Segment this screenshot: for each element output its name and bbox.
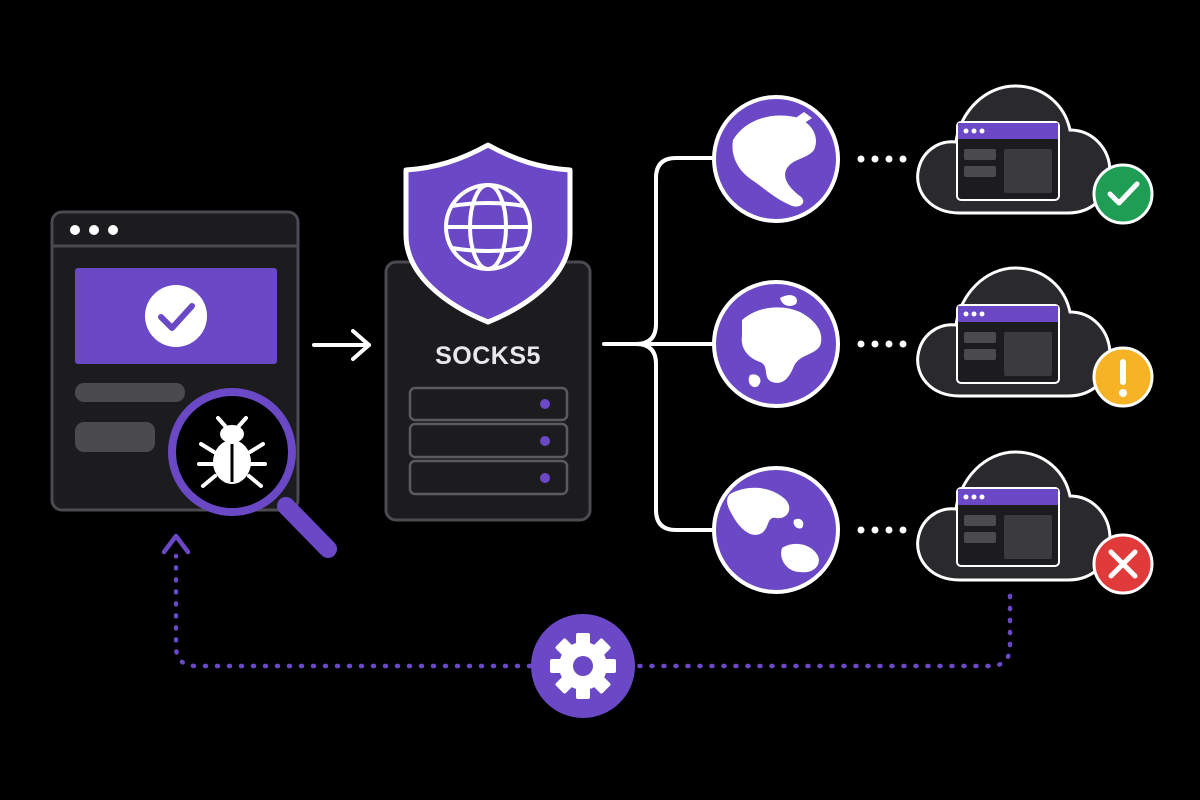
app-window [956, 304, 1060, 384]
content-bar [75, 422, 155, 452]
dotted-link [857, 155, 907, 163]
bug-icon [197, 416, 267, 488]
server-unit [408, 459, 569, 496]
shield-icon [403, 142, 573, 325]
gear-icon [531, 614, 635, 718]
cloud-server-3 [916, 450, 1154, 595]
magnifier-icon [168, 388, 337, 558]
check-icon [1092, 163, 1154, 225]
app-window [956, 121, 1060, 201]
server-rack-icon [408, 386, 569, 496]
check-icon [145, 285, 207, 347]
globe-icon [444, 183, 532, 271]
browser-window [50, 210, 300, 512]
arrow-up-icon [161, 533, 191, 555]
feedback-loop [173, 553, 1013, 669]
dotted-link [857, 340, 907, 348]
australia-landmass [781, 543, 819, 573]
europe-landmass [741, 307, 822, 383]
server-unit [408, 386, 569, 422]
cloud-server-1 [916, 84, 1154, 225]
globe-europe [712, 280, 840, 408]
branch-connector [602, 156, 714, 532]
north-america-landmass [732, 115, 816, 207]
window-dots [70, 225, 118, 235]
warning-icon [1092, 346, 1154, 408]
arrow-right-icon [312, 329, 371, 361]
globe-asia-pacific [712, 466, 840, 594]
server-unit [408, 422, 569, 459]
cloud-server-2 [916, 266, 1154, 408]
error-icon [1092, 533, 1154, 595]
app-window [956, 487, 1060, 567]
proxy-server: SOCKS5 [384, 260, 592, 522]
globe-north-america [712, 95, 840, 223]
proxy-label: SOCKS5 [435, 342, 541, 370]
asia-landmass [727, 487, 790, 535]
content-bar [75, 383, 185, 402]
dotted-link [857, 526, 907, 534]
